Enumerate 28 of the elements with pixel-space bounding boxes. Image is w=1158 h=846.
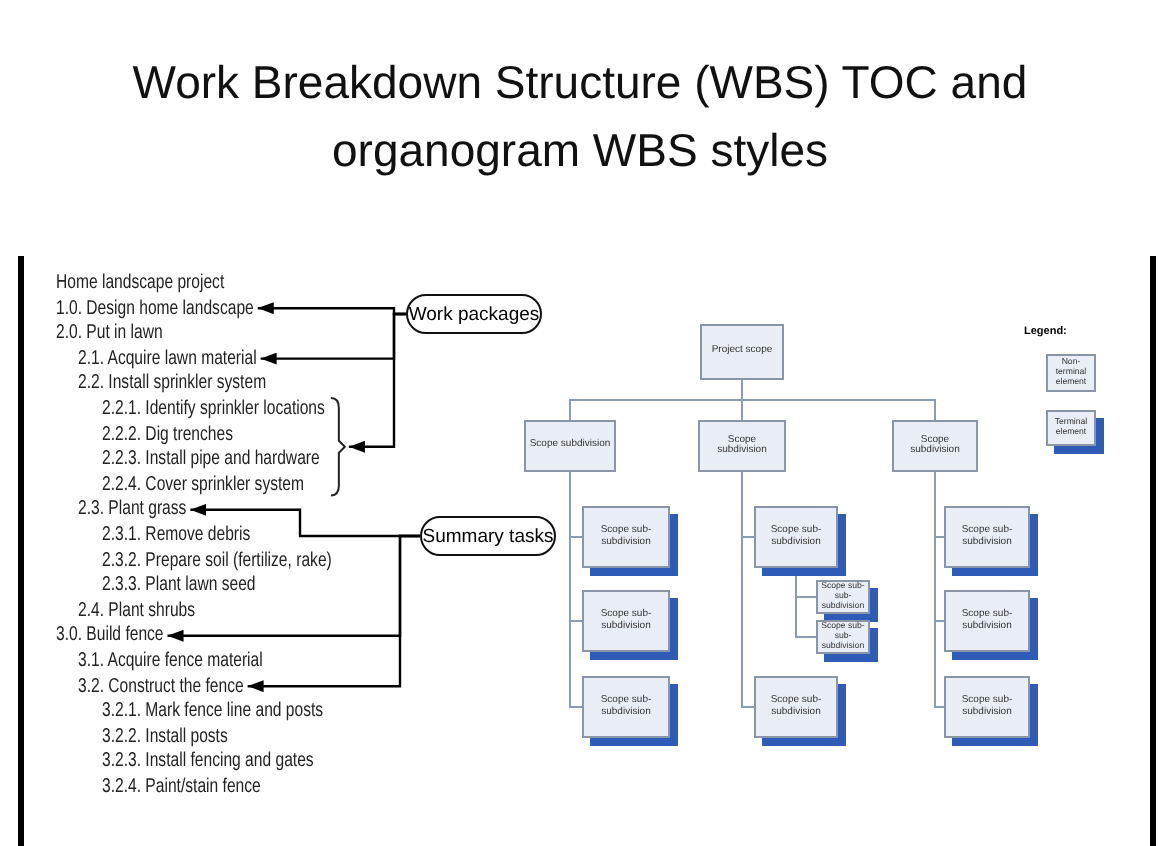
connector-line (934, 471, 945, 538)
outline-item: 2.1. Acquire lawn material (78, 347, 257, 370)
outline-item: 3.0. Build fence (56, 624, 164, 647)
connector-line (569, 471, 583, 538)
outline-item: 2.4. Plant shrubs (78, 599, 196, 622)
outline-item: 2.3.1. Remove debris (102, 524, 251, 546)
outline-item: 3.2. Construct the fence (78, 675, 244, 698)
outline-item: 2.3. Plant grass (78, 498, 187, 521)
outline-item: 2.3.3. Plant lawn seed (102, 574, 256, 597)
outline-item: 2.2. Install sprinkler system (78, 372, 267, 395)
outline-item: Home landscape project (56, 272, 225, 294)
outline-item: 2.2.4. Cover sprinkler system (102, 473, 304, 496)
outline-item: 1.0. Design home landscape (56, 297, 254, 320)
outline-item: 2.2.3. Install pipe and hardware (102, 448, 320, 471)
arrow (190, 503, 420, 538)
outline-item: 3.2.1. Mark fence line and posts (102, 700, 324, 723)
outline-item: 3.2.4. Paint/stain fence (102, 776, 261, 798)
bracket (329, 397, 346, 497)
outline-item: 3.1. Acquire fence material (78, 650, 263, 672)
outline-item: 2.3.2. Prepare soil (fertilize, rake) (102, 549, 332, 572)
outline-item: 3.2.3. Install fencing and gates (102, 750, 314, 773)
outline-item: 2.2.1. Identify sprinkler locations (102, 398, 325, 420)
outline-item: 3.2.2. Install posts (102, 725, 228, 748)
arrow (257, 302, 406, 316)
outline-item: 2.0. Put in lawn (56, 322, 163, 345)
outline-item: 2.2.2. Dig trenches (102, 423, 233, 446)
slide-title: Work Breakdown Structure (WBS) TOC and organogram WBS styles (130, 54, 1030, 180)
connector-line (741, 471, 755, 538)
